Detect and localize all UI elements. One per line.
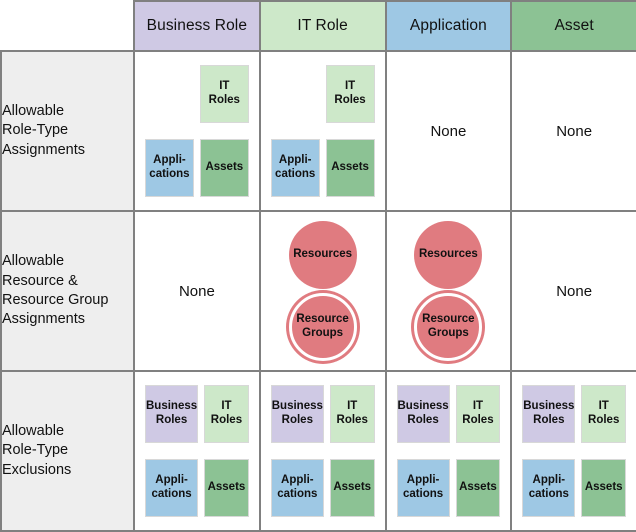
chip-applications: Appli-cations bbox=[145, 139, 194, 197]
none-label: None bbox=[178, 282, 215, 300]
row-header-allowable-resource-assignments: Allowable Resource & Resource Group Assi… bbox=[0, 210, 135, 372]
cell-assignments-asset: None bbox=[510, 50, 636, 212]
column-header-row: Business Role IT Role Application Asset bbox=[1, 0, 636, 52]
cell-resources-asset: None bbox=[510, 210, 636, 372]
none-label: None bbox=[430, 122, 467, 140]
none-label: None bbox=[556, 282, 593, 300]
row-header-line: Allowable bbox=[2, 423, 65, 440]
row-header-line: Assignments bbox=[2, 141, 86, 158]
row-header-line: Allowable bbox=[2, 253, 65, 270]
circle-resources: Resources bbox=[414, 221, 483, 289]
column-header-it-role: IT Role bbox=[258, 0, 387, 52]
cell-resources-business-role: None bbox=[133, 210, 261, 372]
chip-applications: Appli-cations bbox=[270, 459, 324, 517]
column-header-asset: Asset bbox=[510, 0, 636, 52]
chip-assets: Assets bbox=[204, 459, 249, 517]
chip-assets: Assets bbox=[455, 459, 501, 517]
chip-assets: Assets bbox=[329, 459, 375, 517]
row-header-allowable-role-type-assignments: Allowable Role-Type Assignments bbox=[0, 50, 135, 212]
column-header-application: Application bbox=[384, 0, 513, 52]
cell-assignments-application: None bbox=[384, 50, 513, 212]
chip-placeholder bbox=[271, 65, 320, 123]
column-header-business-role: Business Role bbox=[133, 0, 261, 52]
row-header-line: Exclusions bbox=[2, 461, 72, 478]
chip-applications: Appli-cations bbox=[145, 459, 199, 517]
row-header-line: Role-Type bbox=[2, 122, 69, 139]
chip-applications: Appli-cations bbox=[396, 459, 450, 517]
chip-assets: Assets bbox=[325, 139, 375, 197]
chip-assets: Assets bbox=[581, 459, 626, 517]
row-header-line: Allowable bbox=[2, 103, 65, 120]
row-header-line: Role-Type bbox=[2, 442, 69, 459]
row-allowable-resource-assignments: Allowable Resource & Resource Group Assi… bbox=[0, 210, 636, 372]
chip-applications: Appli-cations bbox=[270, 139, 320, 197]
matrix-corner-cell bbox=[1, 1, 134, 51]
none-label: None bbox=[556, 122, 593, 140]
chip-assets: Assets bbox=[199, 139, 249, 197]
row-header-line: Resource & bbox=[2, 272, 78, 289]
chip-applications: Appli-cations bbox=[522, 459, 576, 517]
chip-placeholder bbox=[145, 65, 194, 123]
row-header-line: Resource Group bbox=[2, 292, 109, 308]
row-header-allowable-role-type-exclusions: Allowable Role-Type Exclusions bbox=[0, 370, 135, 532]
circle-resources: Resources bbox=[288, 221, 357, 289]
row-header-line: Assignments bbox=[2, 311, 86, 328]
